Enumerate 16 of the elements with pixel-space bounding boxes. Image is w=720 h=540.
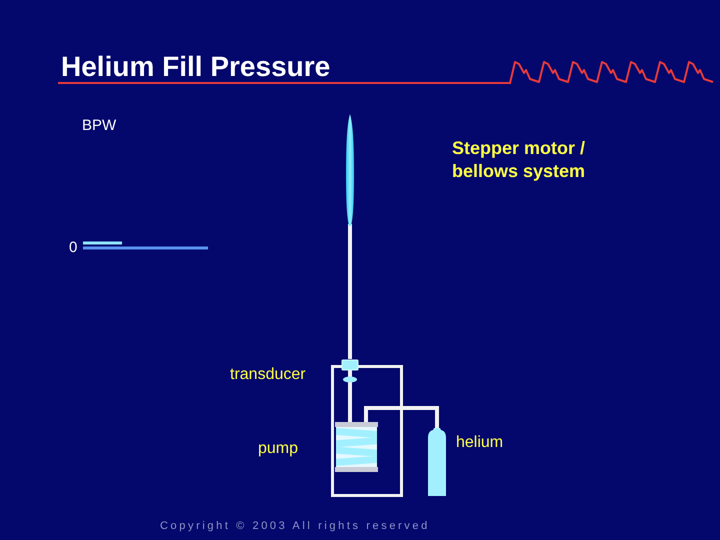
housing-frame (331, 365, 403, 497)
bellows-pump (335, 422, 378, 472)
part-label: transducer (230, 366, 306, 384)
part-label: pump (258, 440, 298, 458)
tube-line (348, 384, 352, 422)
tube-line (348, 232, 352, 359)
transducer (341, 359, 359, 384)
trace-label: BPW (82, 117, 116, 134)
balloon-catheter (345, 114, 355, 232)
zero-label: 0 (69, 239, 78, 256)
system-label: Stepper motor / bellows system (452, 137, 586, 183)
gas-cylinder (428, 428, 446, 496)
slide-title: Helium Fill Pressure (61, 51, 330, 84)
part-label: helium (456, 434, 504, 452)
tube-line (364, 406, 439, 428)
copyright-notice: Copyright © 2003 All rights reserved (160, 520, 430, 533)
